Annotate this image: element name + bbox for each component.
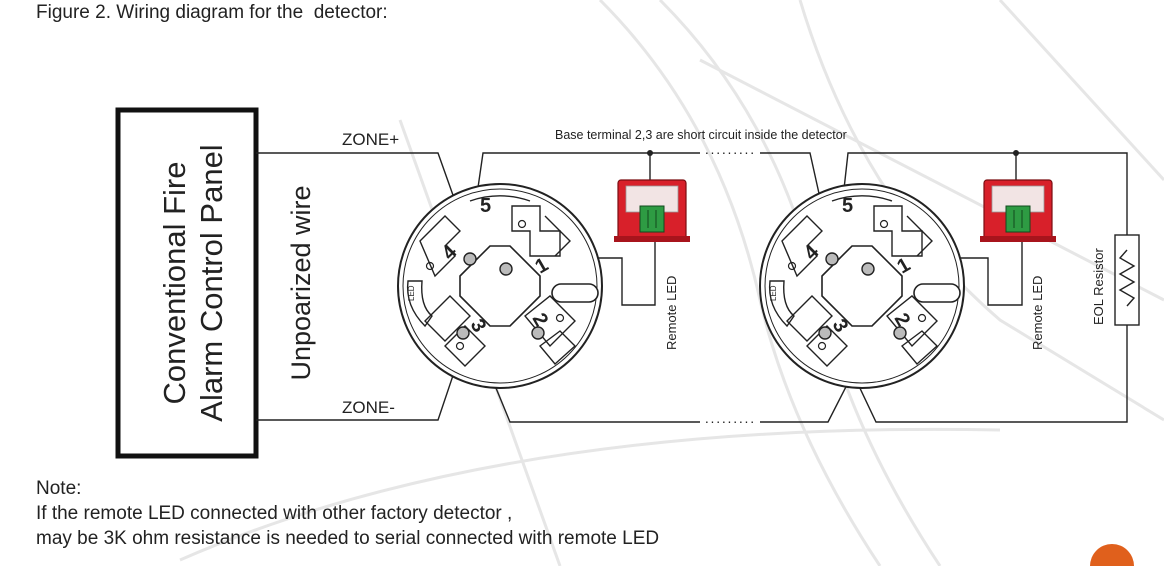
detector-base-2: 5 4 1 2 3 LED [759, 183, 965, 389]
junction-dot-2 [1013, 150, 1019, 156]
logo-fragment [1090, 544, 1134, 566]
short-circuit-note: Base terminal 2,3 are short circuit insi… [555, 128, 847, 142]
remote-led-label-2: Remote LED [1030, 276, 1045, 350]
remote-led-device-2 [979, 179, 1057, 243]
note-heading: Note: [36, 478, 82, 499]
detector-base-1: 5 4 1 2 3 LED [397, 183, 603, 389]
wire-label: Unpoarized wire [286, 185, 316, 380]
note-line-1: If the remote LED connected with other f… [36, 503, 513, 524]
base1-terminal-5: 5 [480, 195, 491, 217]
zone-minus-label: ZONE- [342, 398, 395, 417]
remote-led-label-1: Remote LED [664, 276, 679, 350]
figure-title: Figure 2. Wiring diagram for the detecto… [36, 2, 388, 23]
panel-label-line1: Conventional Fire [157, 162, 192, 405]
base2-led-label: LED [769, 285, 778, 301]
eol-resistor [1114, 234, 1140, 326]
panel-label-line2: Alarm Control Panel [194, 144, 229, 421]
note-line-2: may be 3K ohm resistance is needed to se… [36, 528, 660, 549]
control-panel-box [115, 107, 259, 459]
note-block: Note: If the remote LED connected with o… [36, 476, 659, 551]
junction-dot-1 [647, 150, 653, 156]
remote-led-device-1 [613, 179, 691, 243]
zone-plus-label: ZONE+ [342, 130, 399, 149]
bottom-dots: ········· [705, 413, 756, 429]
base2-terminal-5: 5 [842, 195, 853, 217]
base1-led-label: LED [407, 285, 416, 301]
eol-resistor-label: EOL Resistor [1091, 248, 1106, 325]
top-dots: ········· [705, 144, 756, 160]
